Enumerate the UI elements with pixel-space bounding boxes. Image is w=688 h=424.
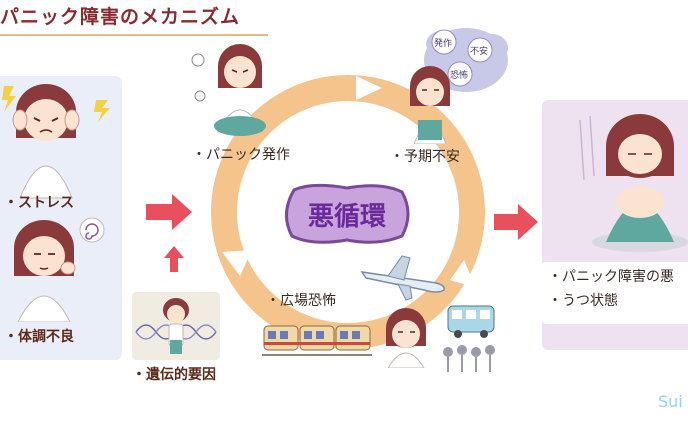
- arrow-up-icon: [164, 246, 184, 272]
- title-underline: [0, 34, 268, 36]
- arrow-right-icon: [494, 204, 538, 240]
- arrow-right-icon: [146, 194, 192, 230]
- scared-person-illustration: [386, 308, 426, 368]
- panic-attack-label: ・パニック発作: [192, 147, 290, 163]
- cause-genetic-label: ・遺伝的要因: [132, 367, 216, 383]
- unwell-person-illustration: [14, 217, 105, 322]
- bus-icon: [447, 305, 495, 338]
- cycle-arrow-icon: [356, 76, 382, 100]
- crowd-icon: [443, 345, 495, 372]
- train-icon: [262, 325, 372, 356]
- vicious-cycle-text: 悪循環: [307, 201, 386, 232]
- anticipatory-anxiety-label: ・予期不安: [390, 149, 460, 165]
- cycle-arrow-icon: [450, 260, 476, 288]
- thought-word: 発作: [434, 39, 453, 49]
- lightning-icon: [94, 100, 110, 122]
- anxiety-thought-bubble: [410, 28, 508, 144]
- page-title: パニック障害のメカニズム: [0, 6, 241, 28]
- thought-word: 恐怖: [450, 71, 469, 81]
- stressed-person-illustration: [2, 84, 110, 199]
- results-box: [542, 262, 688, 324]
- result-panic-disorder-label: ・パニック障害の悪: [548, 269, 674, 285]
- agoraphobia-label: ・広場恐怖: [266, 293, 336, 309]
- lightning-icon: [2, 86, 16, 112]
- watermark: Sui: [658, 392, 683, 411]
- thought-word: 不安: [470, 47, 489, 57]
- cause-poor-health-label: ・体調不良: [4, 329, 74, 345]
- dna-person-illustration: [135, 298, 217, 354]
- panic-attack-person-illustration: [191, 44, 266, 136]
- dizzy-swirl-icon: [85, 223, 99, 240]
- cycle-arrow-icon: [222, 250, 252, 276]
- cause-stress-label: ・ストレス: [4, 195, 74, 211]
- airplane-icon: [360, 255, 445, 301]
- depressed-person-illustration: [579, 114, 688, 252]
- breath-puff-icon: [191, 53, 205, 67]
- vicious-cycle-badge: [285, 183, 410, 244]
- result-depression-label: ・うつ状態: [548, 293, 618, 309]
